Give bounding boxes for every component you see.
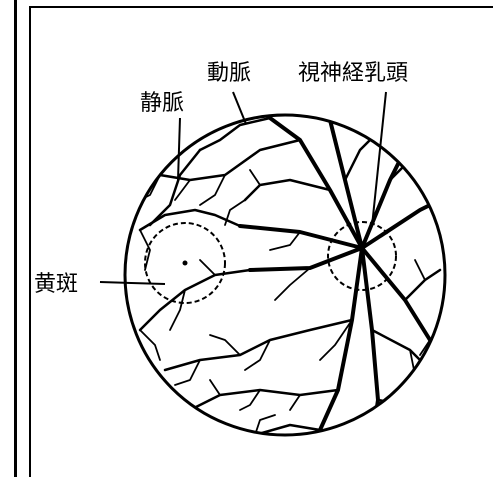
macula-label: 黄斑	[34, 272, 78, 297]
optic-disc-label: 視神経乳頭	[298, 61, 408, 86]
leader-lines	[99, 91, 387, 285]
macula-leader	[99, 281, 166, 285]
panel-frame-left	[29, 6, 31, 477]
vein-label: 静脈	[140, 91, 184, 116]
eye-fundus-outline	[123, 113, 447, 437]
optic-disc-circle	[327, 221, 397, 291]
panel-frame-top	[29, 6, 493, 8]
artery-leader	[232, 91, 247, 125]
optic-disc-leader	[371, 91, 387, 227]
vein-leader	[177, 117, 181, 181]
macula-center-dot	[182, 260, 188, 266]
left-frame-edge	[14, 0, 17, 477]
macula-circle	[144, 222, 226, 304]
blood-vessels	[138, 115, 442, 435]
artery-label: 動脈	[207, 61, 251, 86]
